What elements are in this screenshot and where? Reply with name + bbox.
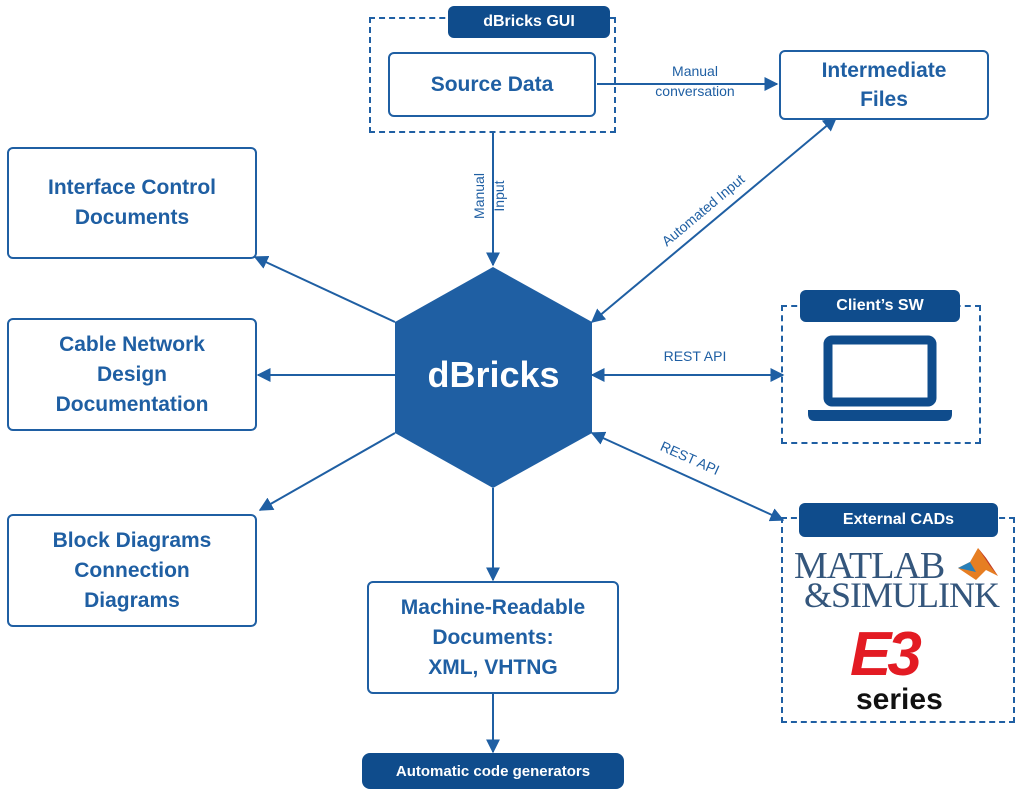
rest-api-client-label: REST API: [663, 348, 727, 364]
arrow-to-block-diagrams: [258, 432, 396, 511]
interface-control-box[interactable]: Interface Control Documents: [7, 147, 257, 259]
matlab-logo: MATLAB &SIMULINK: [794, 540, 1004, 615]
intermediate-files-box[interactable]: Intermediate Files: [779, 50, 989, 120]
matlab-membrane-icon: [958, 548, 998, 580]
machine-readable-box[interactable]: Machine-Readable Documents: XML, VHTNG: [367, 581, 619, 694]
cable-network-box[interactable]: Cable Network Design Documentation: [7, 318, 257, 431]
laptop-icon: [808, 335, 952, 421]
automatic-code-generators[interactable]: Automatic code generators: [362, 753, 624, 789]
client-sw-label: Client’s SW: [800, 290, 960, 322]
manual-input-label: Manual Input: [471, 173, 507, 219]
block-diagrams-box[interactable]: Block Diagrams Connection Diagrams: [7, 514, 257, 627]
dbricks-hub-hexagon: [395, 267, 592, 488]
source-data-box[interactable]: Source Data: [388, 52, 596, 117]
manual-conversation-label: Manual conversation: [655, 63, 735, 99]
external-cads-label: External CADs: [799, 503, 998, 537]
arrow-rest-api-cads: [590, 431, 785, 522]
client-sw-group: [781, 305, 981, 444]
dbricks-gui-label: dBricks GUI: [448, 6, 610, 38]
dbricks-hub-label: dBricks: [427, 354, 560, 395]
arrow-to-interface-control: [253, 255, 396, 323]
e3-series-logo: E3 series: [850, 620, 943, 716]
arrow-automated-input: [590, 117, 838, 323]
